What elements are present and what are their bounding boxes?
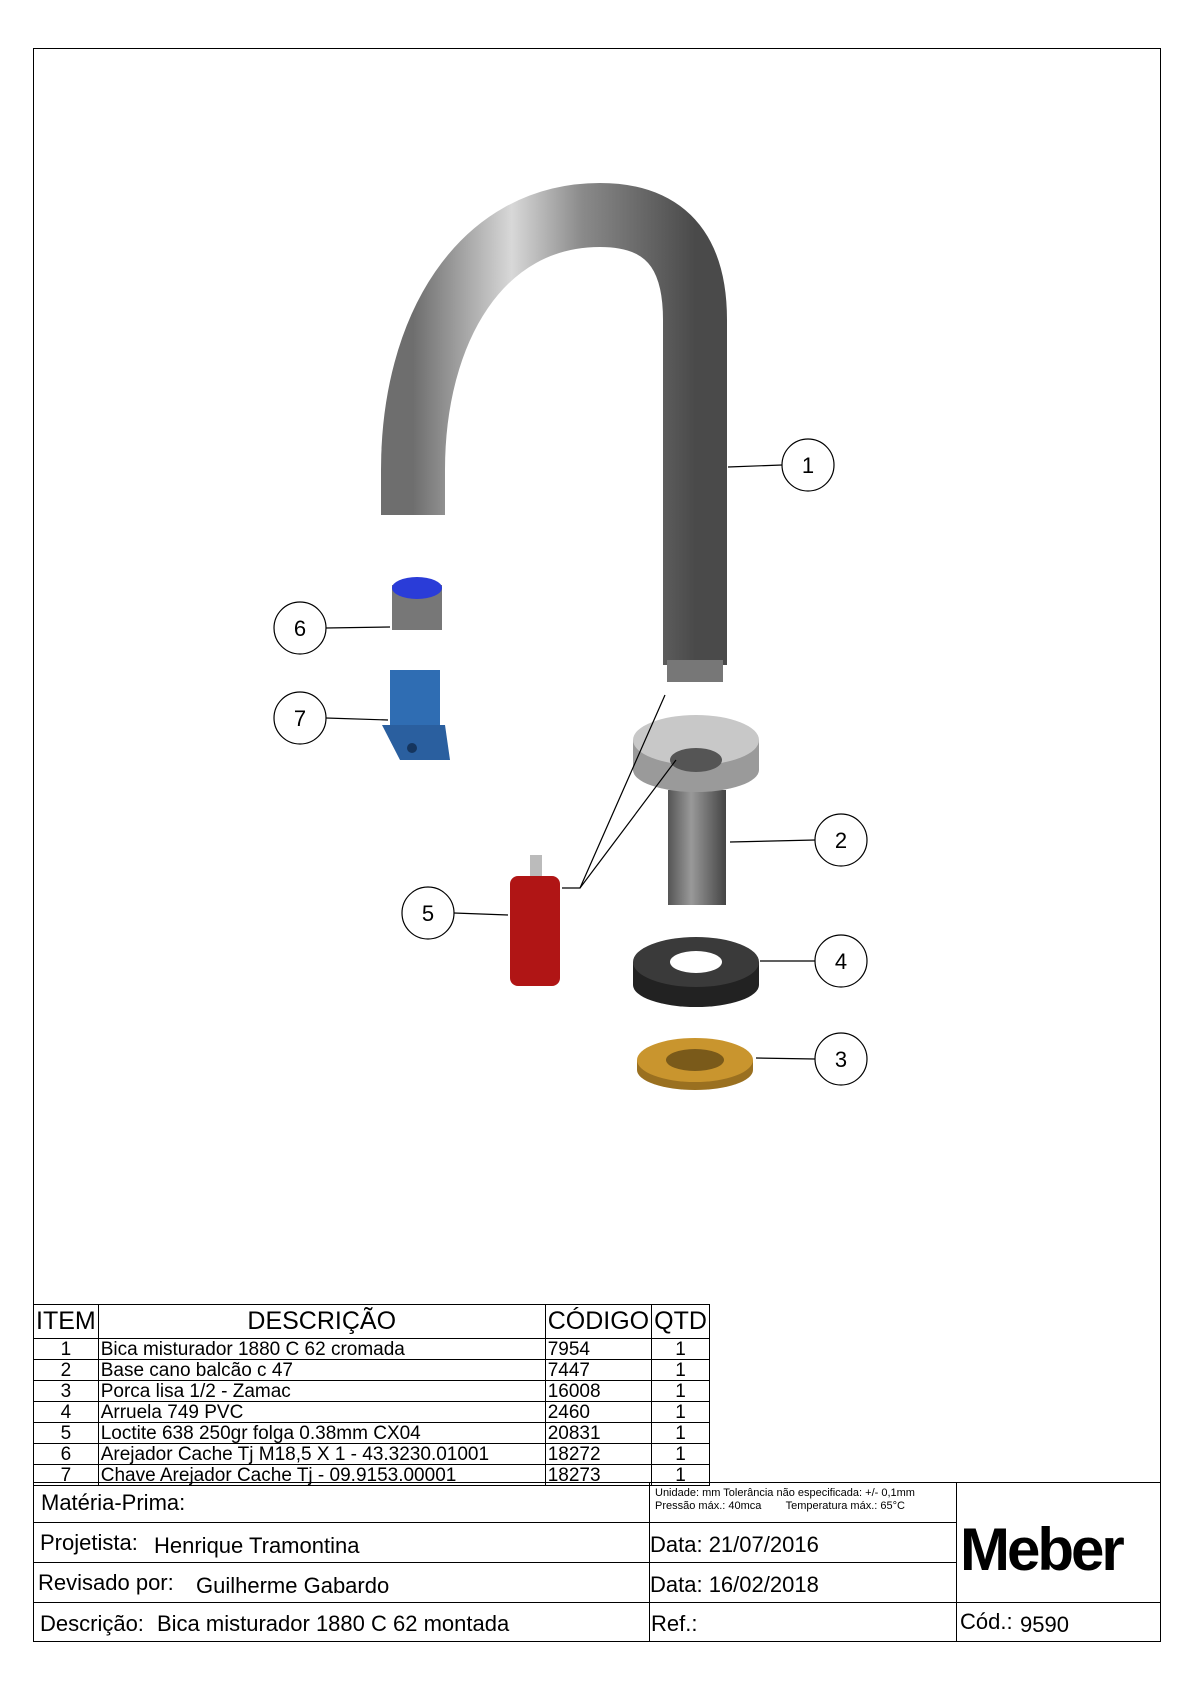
balloon-label: 1 [802,453,814,478]
spout-part [381,182,727,665]
revisado-value: Guilherme Gabardo [196,1573,390,1598]
qty: 1 [651,1359,710,1381]
projetista-label: Projetista: [40,1530,138,1555]
desc: Arruela 749 PVC [97,1401,546,1423]
loctite-part [510,876,560,986]
notes-line-2: Pressão máx.: 40mca Temperatura máx.: 65… [655,1500,905,1512]
data-revisao: Data: 16/02/2018 [650,1572,819,1597]
item: 5 [33,1422,99,1444]
balloon-label: 5 [422,901,434,926]
projetista-value: Henrique Tramontina [154,1533,360,1558]
code: 18272 [544,1443,653,1465]
descricao-label: Descrição: [40,1611,144,1636]
balloon-label: 2 [835,828,847,853]
ref-label: Ref.: [651,1611,698,1636]
balloon-label: 4 [835,949,847,974]
header-qty: QTD [651,1304,710,1339]
exploded-view: 1 2 3 4 5 6 7 [273,182,868,1090]
code: 20831 [544,1422,653,1444]
desc: Porca lisa 1/2 - Zamac [97,1380,546,1402]
qty: 1 [651,1464,710,1486]
item: 2 [33,1359,99,1381]
qty: 1 [651,1443,710,1465]
balloon-4 [814,934,868,988]
code: 16008 [544,1380,653,1402]
desc: Arejador Cache Tj M18,5 X 1 - 43.3230.01… [97,1443,546,1465]
desc: Base cano balcão c 47 [97,1359,546,1381]
header-code: CÓDIGO [544,1304,653,1339]
meber-logo: Meber [960,1516,1125,1583]
balloon-5 [401,886,455,940]
spout-thread [667,660,723,682]
key-part [382,725,450,760]
item: 3 [33,1380,99,1402]
desc: Chave Arejador Cache Tj - 09.9153.00001 [97,1464,546,1486]
descricao-value: Bica misturador 1880 C 62 montada [157,1611,510,1636]
qty: 1 [651,1422,710,1444]
balloon-6 [273,601,327,655]
qty: 1 [651,1380,710,1402]
code: 2460 [544,1401,653,1423]
item: 6 [33,1443,99,1465]
balloon-label: 6 [294,616,306,641]
qty: 1 [651,1401,710,1423]
item: 1 [33,1338,99,1360]
aerator-part [392,577,442,599]
balloons [273,438,868,1086]
balloon-7 [273,691,327,745]
item: 4 [33,1401,99,1423]
balloon-3 [814,1032,868,1086]
base-thread [668,790,726,905]
notes-line-1: Unidade: mm Tolerância não especificada:… [655,1487,915,1499]
balloon-1 [781,438,835,492]
qty: 1 [651,1338,710,1360]
data-criacao: Data: 21/07/2016 [650,1532,819,1557]
revisado-label: Revisado por: [38,1570,174,1595]
code: 18273 [544,1464,653,1486]
item: 7 [33,1464,99,1486]
desc: Bica misturador 1880 C 62 cromada [97,1338,546,1360]
desc: Loctite 638 250gr folga 0.38mm CX04 [97,1422,546,1444]
code: 7954 [544,1338,653,1360]
cod-value: 9590 [1020,1612,1069,1637]
header-item: ITEM [33,1304,99,1339]
balloon-2 [814,813,868,867]
code: 7447 [544,1359,653,1381]
materia-prima-label: Matéria-Prima: [41,1490,186,1515]
balloon-label: 3 [835,1047,847,1072]
header-desc: DESCRIÇÃO [97,1304,546,1339]
balloon-label: 7 [294,706,306,731]
cod-label: Cód.: [960,1609,1013,1634]
